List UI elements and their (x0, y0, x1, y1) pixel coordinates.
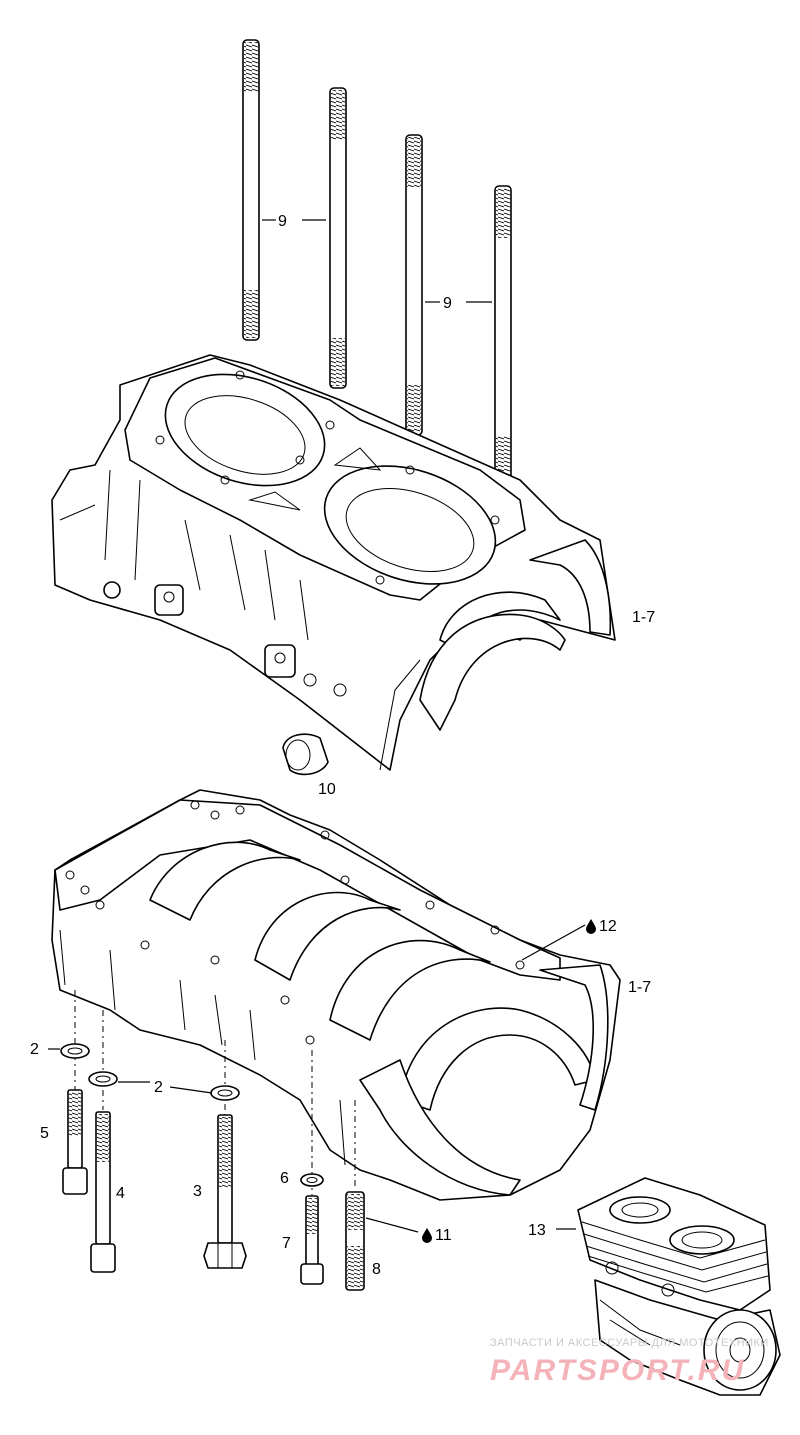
callout-12: 12 (521, 918, 617, 961)
callout-3-label: 3 (193, 1183, 202, 1200)
lower-crankcase (51, 789, 621, 1201)
washer-2-left (60, 1043, 90, 1059)
callout-2-middle-label: 2 (154, 1079, 163, 1096)
watermark-tagline: ЗАПЧАСТИ И АКСЕССУАРЫ ДЛЯ МОТОТЕХНИКИ (490, 1337, 769, 1349)
callout-9-lower: 9 (425, 295, 492, 312)
callout-4-label: 4 (116, 1185, 125, 1202)
callout-2-middle: 2 (118, 1079, 213, 1096)
callout-6-label: 6 (280, 1170, 289, 1187)
cylinder-stud-4 (494, 185, 512, 487)
callout-13-label: 13 (528, 1222, 546, 1239)
washer-2-right (210, 1085, 240, 1101)
screw-3: 3 (193, 1114, 247, 1269)
screw-4: 4 (90, 1111, 125, 1273)
callout-9-upper: 9 (262, 213, 326, 230)
drop-icon (586, 919, 596, 934)
screw-7: 7 (282, 1195, 324, 1285)
callout-1-7-upper-label: 1-7 (632, 609, 655, 626)
callout-11: 11 (365, 1217, 452, 1244)
watermark: ЗАПЧАСТИ И АКСЕССУАРЫ ДЛЯ МОТОТЕХНИКИ PA… (490, 1337, 769, 1387)
cylinder-stud-2 (329, 87, 347, 389)
callout-2-left-label: 2 (30, 1041, 39, 1058)
callout-lower-crankcase: 1-7 (628, 979, 651, 996)
watermark-logo-text: PARTSPORT.RU (490, 1354, 745, 1387)
stud-8: 8 (345, 1191, 381, 1291)
drop-icon (422, 1228, 432, 1243)
screw-5: 5 (40, 1089, 88, 1195)
plug-10: 10 (282, 733, 336, 798)
cylinder-stud-1 (242, 39, 260, 341)
engine-assembly-13: 13 (528, 1177, 781, 1396)
washer-6: 6 (280, 1170, 324, 1187)
callout-5-label: 5 (40, 1125, 49, 1142)
upper-crankcase (51, 354, 616, 771)
callout-9-a-label: 9 (278, 213, 287, 230)
callout-9-b-label: 9 (443, 295, 452, 312)
callout-12-label: 12 (599, 918, 617, 935)
callout-2-left: 2 (30, 1041, 60, 1058)
cylinder-stud-3 (405, 134, 423, 436)
callout-8-label: 8 (372, 1261, 381, 1278)
callout-11-label: 11 (435, 1227, 452, 1244)
callout-10-label: 10 (318, 781, 336, 798)
callout-7-label: 7 (282, 1235, 291, 1252)
assembly-axes (74, 990, 356, 1195)
callout-1-7-lower-label: 1-7 (628, 979, 651, 996)
callout-upper-crankcase: 1-7 (632, 609, 655, 626)
washer-2-middle (88, 1071, 118, 1087)
